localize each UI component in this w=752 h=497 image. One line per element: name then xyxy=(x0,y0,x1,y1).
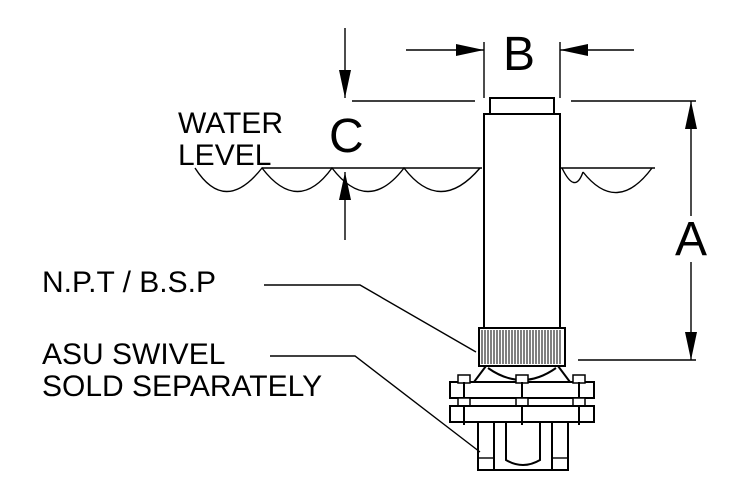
dimension-a: A xyxy=(571,100,707,361)
dimension-b: B xyxy=(406,28,634,98)
knurled-collar xyxy=(478,327,566,367)
swivel-note-label-line2: SOLD SEPARATELY xyxy=(42,370,322,403)
nozzle-tube xyxy=(483,97,561,329)
water-level-label-line2: LEVEL xyxy=(178,139,271,172)
swivel-callout: ASU SWIVEL SOLD SEPARATELY xyxy=(42,338,481,453)
dimension-c: C xyxy=(329,28,475,240)
flange-bolts xyxy=(457,374,586,425)
dimension-c-label: C xyxy=(329,110,364,163)
water-level-label-line1: WATER xyxy=(178,107,283,140)
dimension-a-label: A xyxy=(675,213,707,266)
water-level: WATER LEVEL xyxy=(178,107,655,194)
dimension-b-label: B xyxy=(503,28,535,81)
thread-note-label: N.P.T / B.S.P xyxy=(42,266,216,299)
thread-callout: N.P.T / B.S.P xyxy=(42,266,477,353)
swivel-note-label-line1: ASU SWIVEL xyxy=(42,338,225,371)
swivel-assembly xyxy=(449,365,595,471)
